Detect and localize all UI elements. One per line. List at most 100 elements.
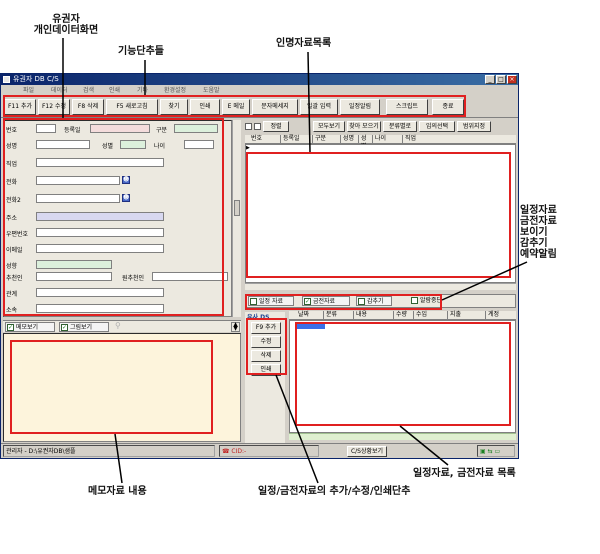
search-collect-button[interactable]: 찾아 모으기: [347, 121, 381, 132]
schedule-edit-button[interactable]: 수정: [251, 336, 281, 348]
money-data-checkbox[interactable]: ✓ 금전자료: [302, 296, 350, 306]
by-category-button[interactable]: 분류별로: [383, 121, 417, 132]
contact-hscrollbar[interactable]: [245, 283, 516, 290]
show-all-button[interactable]: 모두보기: [313, 121, 345, 132]
email-field[interactable]: [36, 244, 164, 253]
hide-checkbox[interactable]: 감추기: [356, 296, 392, 306]
memo-spin-icon[interactable]: ▲▼: [231, 322, 240, 332]
col-name[interactable]: 성명: [341, 135, 359, 144]
image-view-label: 그림보기: [70, 324, 93, 331]
recommender-field[interactable]: [36, 272, 112, 281]
menu-help[interactable]: 도움말: [203, 87, 220, 94]
menu-etc[interactable]: 기타: [137, 87, 149, 94]
col-income[interactable]: 수입: [414, 311, 448, 320]
name-field[interactable]: [36, 140, 90, 149]
add-button[interactable]: F11 추가: [4, 99, 36, 115]
random-select-button[interactable]: 임의선택: [419, 121, 455, 132]
category-label: 구분: [156, 127, 168, 134]
category-field[interactable]: [174, 124, 218, 133]
callout-toggle-line3: 보이기: [520, 227, 548, 238]
schedule-list-grid[interactable]: [289, 320, 516, 433]
schedule-delete-button[interactable]: 삭제: [251, 350, 281, 362]
address-label: 주소: [6, 215, 18, 222]
memo-content-area[interactable]: [3, 333, 241, 442]
col-class[interactable]: 분류: [324, 311, 354, 320]
memo-view-checkbox[interactable]: ✓ 메모보기: [5, 322, 55, 332]
relation-field[interactable]: [36, 288, 164, 297]
menu-search[interactable]: 검색: [83, 87, 95, 94]
range-select-button[interactable]: 범위지정: [457, 121, 491, 132]
phone2-field[interactable]: [36, 194, 120, 203]
refresh-button[interactable]: F5 새로고침: [106, 99, 158, 115]
address-field[interactable]: [36, 212, 164, 221]
col-reg-date[interactable]: 등록일: [281, 135, 313, 144]
minimize-button[interactable]: _: [485, 75, 495, 84]
schedule-add-button[interactable]: F9 추가: [251, 322, 281, 334]
sort-checkbox[interactable]: 정렬: [263, 121, 289, 132]
phone-lookup-icon[interactable]: ☻: [122, 176, 130, 184]
alarm-stop-label: 알람중단: [420, 297, 443, 304]
row-pointer-icon: ▶: [246, 145, 250, 151]
col-account[interactable]: 계정: [488, 311, 500, 318]
recommender2-field[interactable]: [152, 272, 228, 281]
form-scrollbar[interactable]: [232, 120, 241, 317]
batch-input-button[interactable]: 일괄 입력: [300, 99, 338, 115]
zip-field[interactable]: [36, 228, 164, 237]
schedule-alarm-button[interactable]: 일정알림: [340, 99, 380, 115]
col-job[interactable]: 직업: [405, 135, 417, 142]
affiliation-field[interactable]: [36, 304, 164, 313]
selected-cell[interactable]: [297, 322, 325, 329]
menu-settings[interactable]: 환경설정: [164, 87, 187, 94]
col-content[interactable]: 내용: [354, 311, 394, 320]
grade-field[interactable]: [36, 260, 112, 269]
list-checkbox-2[interactable]: [254, 123, 261, 130]
close-button[interactable]: ×: [507, 75, 517, 84]
callout-memo-content: 메모자료 내용: [88, 486, 147, 497]
col-date[interactable]: 날짜: [296, 311, 324, 320]
phone-field[interactable]: [36, 176, 120, 185]
reg-date-field[interactable]: [90, 124, 150, 133]
maximize-button[interactable]: □: [496, 75, 506, 84]
image-view-checkbox[interactable]: ✓ 그림보기: [59, 322, 109, 332]
schedule-print-button[interactable]: 인쇄: [251, 364, 281, 376]
contact-list-grid[interactable]: ▶: [245, 144, 516, 283]
callout-toggle-line2: 금전자료: [520, 216, 557, 227]
personal-data-form: 번호 등록일 구분 성명 성별 나이 직업 전화 ☻ 전화2 ☻ 주소 우편번호…: [3, 120, 232, 317]
number-field[interactable]: [36, 124, 56, 133]
col-gender[interactable]: 성별: [359, 135, 373, 150]
phone2-lookup-icon[interactable]: ☻: [122, 194, 130, 202]
affiliation-label: 소속: [6, 307, 18, 314]
col-category[interactable]: 구분: [313, 135, 341, 144]
age-field[interactable]: [184, 140, 214, 149]
sms-button[interactable]: 문자메세지: [252, 99, 298, 115]
menu-bar: 파일 데이터 검색 인쇄 기타 환경설정 도움말: [1, 85, 518, 96]
edit-button[interactable]: F12 수정: [38, 99, 70, 115]
contact-grid-header: 번호 등록일 구분 성명 성별 나이 직업: [245, 135, 516, 150]
col-number[interactable]: 번호: [249, 135, 281, 144]
cs-status-button[interactable]: C/S상황보기: [347, 446, 387, 457]
relation-label: 관계: [6, 291, 18, 298]
gender-field[interactable]: [120, 140, 146, 149]
list-checkbox-1[interactable]: [245, 123, 252, 130]
schedule-grid-header: 날짜 분류 내용 수량 수입 지출 계정: [289, 311, 516, 320]
hide-check-icon: [358, 298, 365, 305]
col-age[interactable]: 나이: [373, 135, 403, 144]
recommender2-label: 원추천인: [122, 275, 145, 282]
find-button[interactable]: 찾기: [160, 99, 188, 115]
menu-file[interactable]: 파일: [23, 87, 35, 94]
network-status-icon: ▣ ⇆ ▭: [477, 445, 515, 457]
menu-print[interactable]: 인쇄: [109, 87, 121, 94]
callout-function-buttons: 기능단추들: [118, 46, 164, 57]
schedule-data-checkbox[interactable]: 일정 자료: [248, 296, 294, 306]
form-scroll-thumb[interactable]: [234, 200, 240, 216]
alarm-stop-checkbox[interactable]: 알람중단: [410, 296, 448, 306]
print-button[interactable]: 인쇄: [190, 99, 220, 115]
menu-data[interactable]: 데이터: [51, 87, 68, 94]
email-button[interactable]: E 메일: [222, 99, 250, 115]
exit-button[interactable]: 종료: [432, 99, 464, 115]
col-quantity[interactable]: 수량: [394, 311, 414, 320]
job-field[interactable]: [36, 158, 164, 167]
delete-button[interactable]: F8 삭제: [72, 99, 104, 115]
script-button[interactable]: 스크립트: [386, 99, 428, 115]
col-expense[interactable]: 지출: [448, 311, 486, 320]
